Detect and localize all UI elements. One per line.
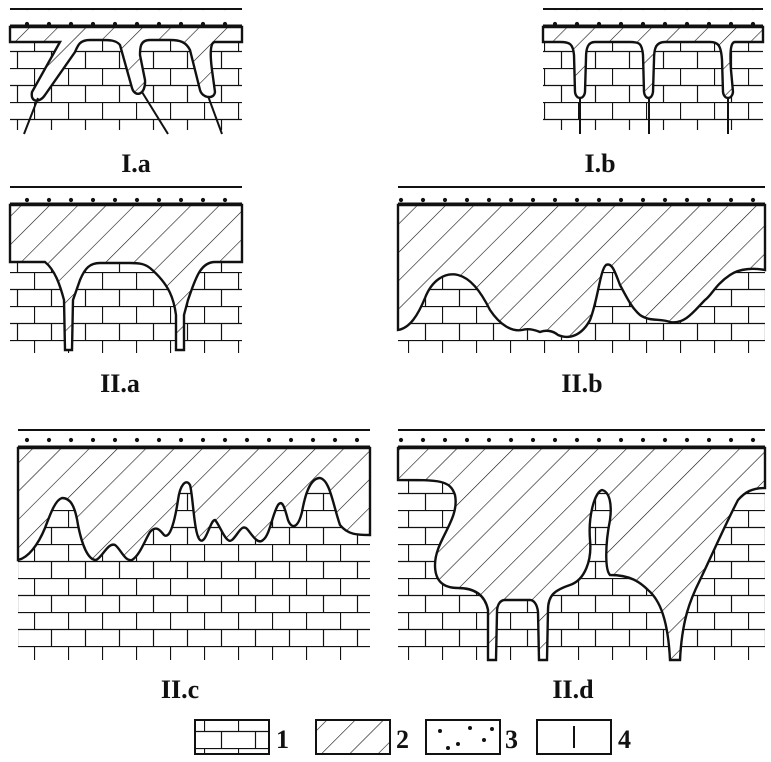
panel-label: II.b [561, 369, 602, 398]
sand-layer [10, 188, 242, 203]
sand-layer [18, 431, 370, 446]
panel-label: I.a [121, 149, 151, 178]
sand-layer [543, 10, 763, 25]
legend-item-hatch: 2 [315, 719, 409, 755]
cover-sediment [8, 25, 244, 102]
panel-IIb: II.b [396, 186, 767, 398]
sand-layer [10, 10, 242, 25]
legend-number: 4 [618, 725, 631, 754]
panel-IId: II.d [396, 429, 767, 704]
panel-label: II.a [100, 369, 140, 398]
sand-swatch-icon [425, 719, 501, 755]
legend: 1 2 3 4 [194, 719, 631, 755]
legend-item-limestone: 1 [194, 719, 289, 755]
panel-Ia: I.a [8, 8, 244, 178]
legend-item-fissure: 4 [536, 719, 631, 755]
legend-number: 1 [276, 725, 289, 754]
panel-IIa: II.a [8, 186, 244, 398]
panel-label: I.b [584, 149, 615, 178]
limestone-swatch-icon [194, 719, 270, 755]
cover-sediment [16, 446, 372, 562]
cover-sediment [396, 446, 767, 662]
cover-sediment [8, 203, 244, 352]
legend-number: 3 [505, 725, 518, 754]
panel-label: II.d [552, 675, 594, 704]
cover-sediment [541, 25, 765, 100]
legend-item-sand: 3 [425, 719, 518, 755]
cover-sediment [396, 203, 767, 339]
sand-layer [398, 431, 765, 446]
legend-number: 2 [396, 725, 409, 754]
sand-layer [398, 188, 765, 203]
panel-Ib: I.b [541, 8, 765, 178]
hatch-swatch-icon [315, 719, 391, 755]
panel-label: II.c [161, 675, 199, 704]
panel-IIc: II.c [16, 429, 372, 704]
